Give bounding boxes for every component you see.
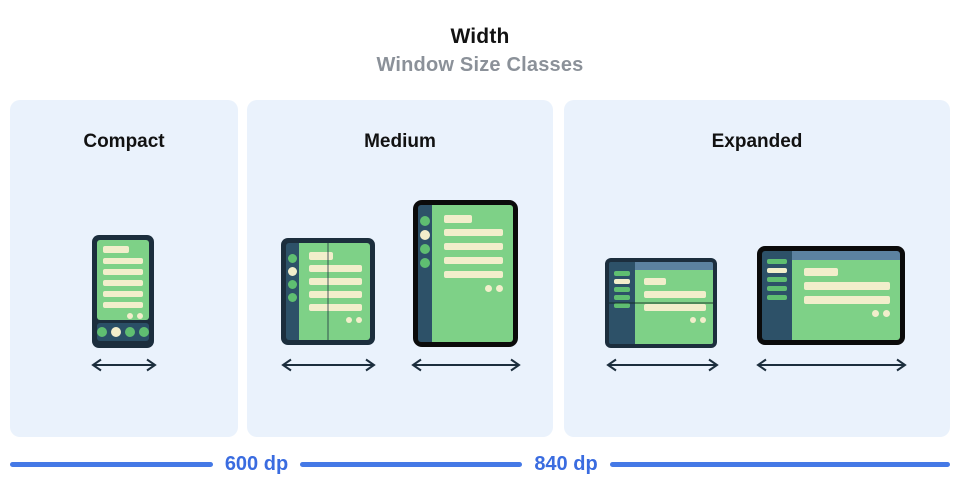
dot	[485, 285, 492, 292]
content-line	[103, 246, 129, 253]
rail-item	[288, 254, 297, 263]
dot	[127, 313, 133, 319]
content-line	[804, 268, 838, 276]
dot	[137, 313, 143, 319]
rail-item	[420, 258, 430, 268]
panel-medium: Medium	[247, 100, 553, 437]
content-line	[103, 280, 143, 286]
rail-item	[614, 303, 630, 308]
overflow-dots	[309, 317, 362, 323]
content-line	[309, 265, 362, 272]
phone-device	[92, 235, 154, 348]
dot	[872, 310, 879, 317]
content-line	[444, 243, 503, 250]
rail-item	[288, 293, 297, 302]
content-line	[103, 269, 143, 275]
rail-item	[288, 267, 297, 276]
breakpoint-label-840: 840 dp	[534, 453, 598, 475]
nav-circle	[97, 327, 107, 337]
breakpoint-rule-segment	[610, 462, 950, 467]
width-arrow-icon	[606, 358, 719, 372]
tablet-screen	[432, 205, 513, 342]
content-line	[644, 304, 706, 311]
rail-item	[767, 286, 787, 291]
rail-item	[767, 268, 787, 273]
page-title: Width	[450, 25, 510, 48]
content-line	[103, 302, 143, 308]
rail-item	[614, 271, 630, 276]
app-topbar	[792, 251, 900, 260]
width-arrow-icon	[281, 358, 376, 372]
rail-item	[767, 295, 787, 300]
phone-navbar	[97, 323, 149, 341]
panel-label: Medium	[364, 131, 436, 152]
foldable-landscape-screen	[635, 270, 713, 344]
content-line	[309, 304, 362, 311]
overflow-dots	[444, 285, 503, 292]
nav-rail	[609, 262, 635, 344]
content-line	[103, 258, 143, 264]
fold-line	[327, 243, 329, 340]
panel-compact: Compact	[10, 100, 238, 437]
rail-item	[420, 216, 430, 226]
foldable-landscape-device	[605, 258, 717, 348]
content-line	[444, 229, 503, 236]
rail-item	[288, 280, 297, 289]
nav-circle	[125, 327, 135, 337]
breakpoint-label-600: 600 dp	[224, 453, 289, 475]
width-arrow-icon	[411, 358, 521, 372]
rail-item	[420, 230, 430, 240]
dot	[356, 317, 362, 323]
overflow-dots	[103, 313, 143, 319]
content-line	[309, 252, 333, 260]
width-arrow-icon	[91, 358, 157, 372]
rail-item	[614, 295, 630, 300]
foldable-screen	[299, 243, 370, 340]
content-line	[444, 271, 503, 278]
overflow-dots	[644, 317, 706, 323]
content-line	[644, 291, 706, 298]
nav-circle	[139, 327, 149, 337]
phone-screen	[97, 240, 149, 320]
rail-item	[420, 244, 430, 254]
content-line	[444, 215, 472, 223]
large-tablet-device	[757, 246, 905, 345]
panel-expanded: Expanded	[564, 100, 950, 437]
nav-rail	[418, 205, 432, 342]
content-line	[804, 296, 890, 304]
rail-item	[614, 287, 630, 292]
nav-rail	[762, 251, 792, 340]
overflow-dots	[804, 310, 890, 317]
rail-item	[767, 259, 787, 264]
dot	[700, 317, 706, 323]
content-line	[444, 257, 503, 264]
nav-circle	[111, 327, 121, 337]
foldable-device	[281, 238, 375, 345]
dot	[883, 310, 890, 317]
dot	[496, 285, 503, 292]
large-tablet-screen	[792, 260, 900, 340]
breakpoint-rule-segment	[10, 462, 213, 467]
breakpoint-rule-segment	[300, 462, 522, 467]
content-line	[309, 291, 362, 298]
content-line	[103, 291, 143, 297]
dot	[690, 317, 696, 323]
tablet-portrait-device	[413, 200, 518, 347]
nav-rail	[286, 243, 299, 340]
rail-item	[767, 277, 787, 282]
panel-label: Expanded	[711, 131, 803, 152]
rail-item	[614, 279, 630, 284]
page-subtitle: Window Size Classes	[376, 54, 584, 76]
dot	[346, 317, 352, 323]
fold-line	[609, 302, 713, 304]
panel-label: Compact	[83, 131, 165, 152]
content-line	[644, 278, 666, 285]
width-arrow-icon	[756, 358, 907, 372]
content-line	[309, 278, 362, 285]
app-topbar	[635, 262, 713, 270]
content-line	[804, 282, 890, 290]
